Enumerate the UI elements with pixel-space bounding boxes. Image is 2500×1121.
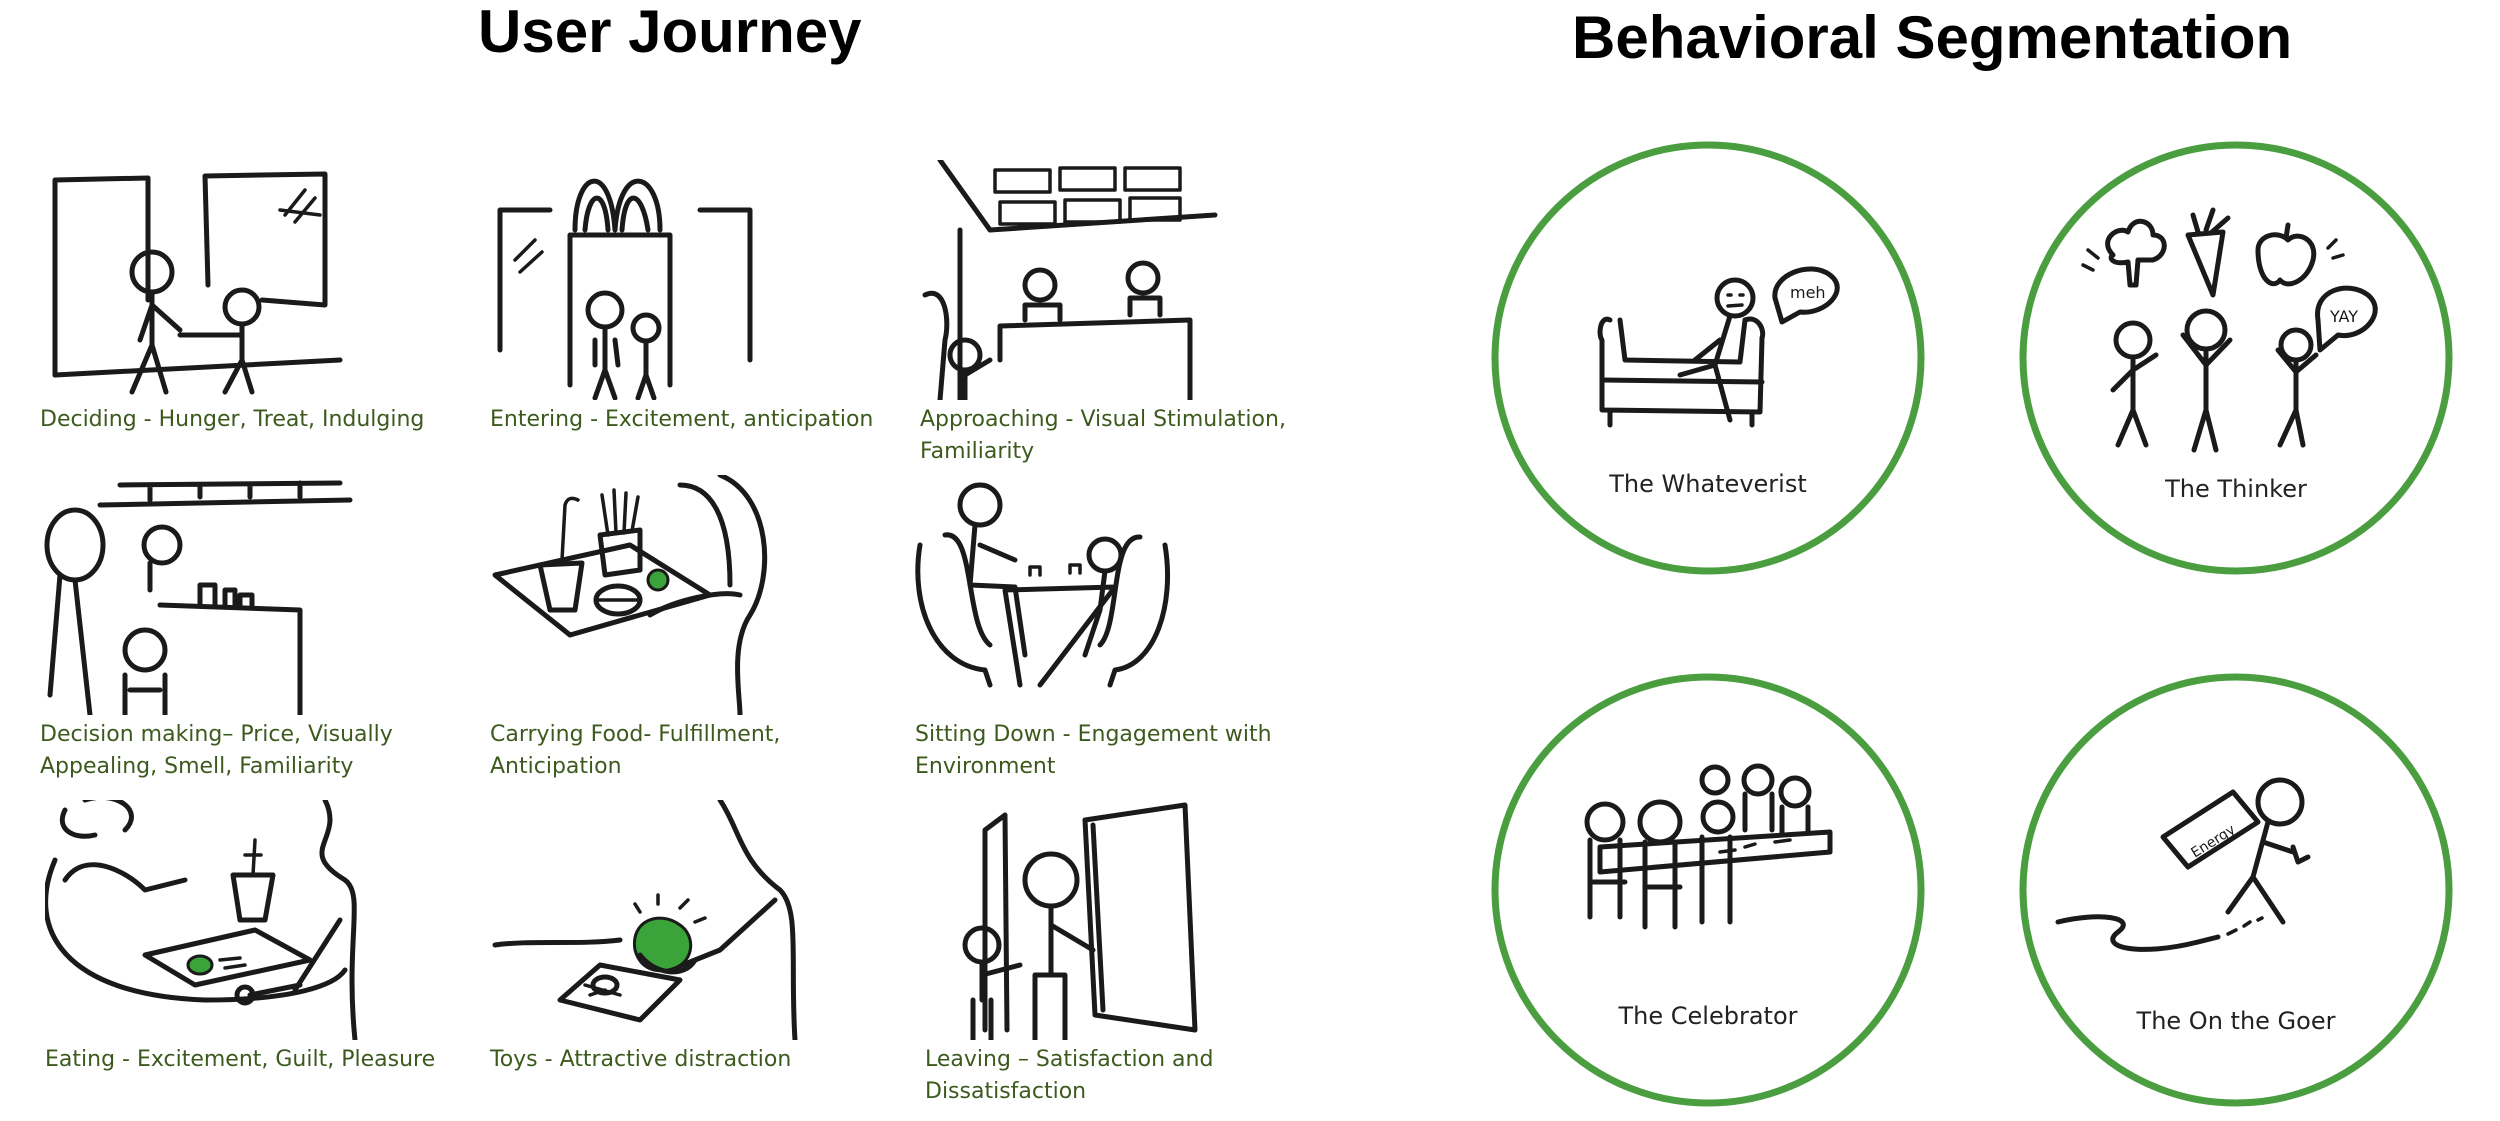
journey-panel-approaching: Approaching - Visual Stimulation, Famili… [920,160,1286,464]
booth-seating-icon [915,482,1171,688]
journey-caption-toys: Toys - Attractive distraction [490,1047,792,1072]
journey-panel-entering: Entering - Excitement, anticipation [490,160,873,450]
segment-label-celebrator: The Celebrator [1618,1002,1798,1030]
entering-arches-doorway-icon [497,178,753,400]
ordering-at-counter-icon [44,480,353,715]
journey-panel-decision-making: Decision making– Price, Visually Appeali… [40,475,400,779]
journey-caption-leaving: Leaving – Satisfaction and Dissatisfacti… [925,1047,1214,1104]
journey-caption-sitting-down: Sitting Down - Engagement with Environme… [915,722,1272,779]
journey-caption-eating: Eating - Excitement, Guilt, Pleasure [45,1047,436,1072]
toy-hand-icon [492,800,798,1040]
healthy-food-people-icon: YAY [2081,207,2378,453]
segment-label-thinker: The Thinker [2165,475,2307,503]
running-backpack-icon: Energy [2055,777,2311,952]
bubble-meh: meh [1790,283,1826,302]
couch-person-meh-icon: meh [1597,266,1840,428]
journey-panel-toys: Toys - Attractive distraction [490,800,850,1090]
journey-panel-eating: Eating - Excitement, Guilt, Pleasure [45,800,435,1090]
journey-caption-approaching: Approaching - Visual Stimulation, Famili… [920,407,1286,464]
segment-thinker: YAY The Thinker [2018,140,2454,576]
segment-label-on-the-goer: The On the Goer [2136,1007,2336,1035]
behavioral-segmentation-title: Behavioral Segmentation [1572,4,2293,71]
journey-caption-entering: Entering - Excitement, anticipation [490,407,874,432]
segment-celebrator: The Celebrator [1490,672,1926,1108]
food-tray-icon [492,475,768,715]
eating-table-icon [45,800,358,1040]
journey-panel-carrying-food: Carrying Food- Fulfillment, Anticipation [490,475,850,779]
counter-menu-boards-icon [922,160,1218,400]
segment-on-the-goer: Energy The On the Goer [2018,672,2454,1108]
user-journey-title: User Journey [478,0,862,65]
journey-caption-carrying-food: Carrying Food- Fulfillment, Anticipation [490,722,781,779]
family-walking-storefront-icon [52,171,343,395]
journey-caption-deciding: Deciding - Hunger, Treat, Indulging [40,407,425,432]
segment-label-whateverist: The Whateverist [1609,470,1807,498]
party-table-icon [1584,763,1833,930]
journey-panel-leaving: Leaving – Satisfaction and Dissatisfacti… [925,800,1285,1104]
segment-whateverist: meh The Whateverist [1490,140,1926,576]
leaving-door-icon [962,802,1198,1040]
journey-caption-decision-making: Decision making– Price, Visually Appeali… [40,722,393,779]
journey-panel-sitting-down: Sitting Down - Engagement with Environme… [915,475,1275,779]
journey-panel-deciding: Deciding - Hunger, Treat, Indulging [40,160,424,450]
bubble-yay: YAY [2329,307,2358,326]
